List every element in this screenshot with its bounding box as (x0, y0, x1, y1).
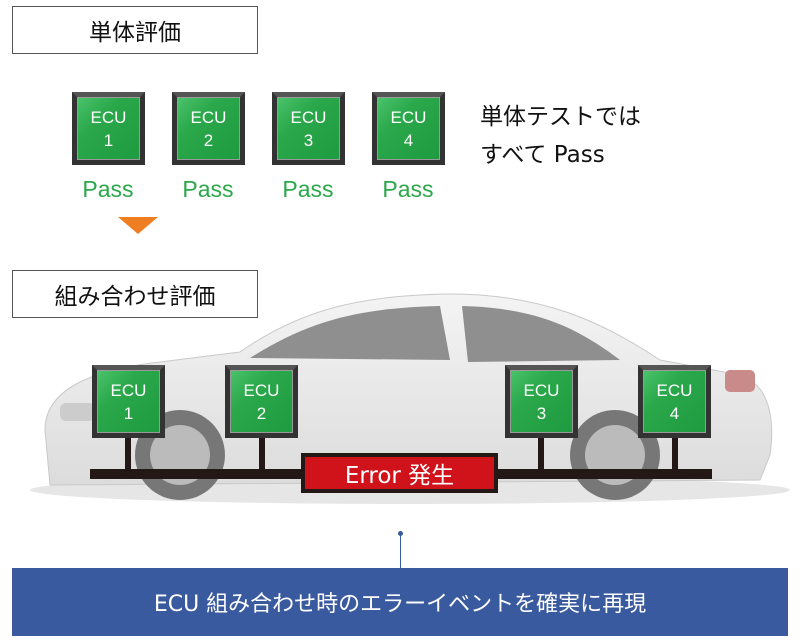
ecu-4-integrated: ECU 4 (638, 365, 711, 438)
bus-stem (259, 436, 265, 472)
integration-title: 組み合わせ評価 (12, 270, 258, 318)
pass-label: Pass (282, 176, 334, 202)
ecu-number: 1 (123, 403, 134, 423)
ecu-2-unit: ECU 2 (172, 92, 245, 165)
ecu-label: ECU (290, 107, 327, 127)
note-line-1: 単体テストでは (480, 104, 641, 130)
ecu-label: ECU (523, 380, 560, 400)
ecu-number: 2 (203, 130, 214, 150)
ecu-label: ECU (190, 107, 227, 127)
ecu-number: 1 (103, 130, 114, 150)
ecu-number: 4 (403, 130, 414, 150)
pass-label: Pass (82, 176, 134, 202)
ecu-label: ECU (656, 380, 693, 400)
down-arrow-icon (118, 217, 158, 234)
connector-dot (398, 531, 403, 536)
ecu-3-integrated: ECU 3 (505, 365, 578, 438)
bus-stem (672, 436, 678, 472)
ecu-1-unit: ECU 1 (72, 92, 145, 165)
note-line-2: すべて Pass (480, 142, 605, 168)
ecu-label: ECU (243, 380, 280, 400)
ecu-number: 3 (536, 403, 547, 423)
unit-test-title: 単体評価 (12, 6, 258, 54)
pass-label: Pass (382, 176, 434, 202)
connector-line (400, 534, 401, 568)
ecu-3-unit: ECU 3 (272, 92, 345, 165)
ecu-number: 2 (256, 403, 267, 423)
ecu-number: 4 (669, 403, 680, 423)
error-badge: Error 発生 (301, 453, 498, 493)
summary-banner: ECU 組み合わせ時のエラーイベントを確実に再現 (12, 568, 788, 636)
ecu-number: 3 (303, 130, 314, 150)
ecu-1-integrated: ECU 1 (92, 365, 165, 438)
ecu-label: ECU (110, 380, 147, 400)
pass-label: Pass (182, 176, 234, 202)
integration-title-text: 組み合わせ評価 (54, 284, 216, 310)
bus-stem (125, 436, 131, 472)
ecu-4-unit: ECU 4 (372, 92, 445, 165)
ecu-label: ECU (390, 107, 427, 127)
ecu-label: ECU (90, 107, 127, 127)
ecu-2-integrated: ECU 2 (225, 365, 298, 438)
bus-stem (538, 436, 544, 472)
unit-test-title-text: 単体評価 (89, 20, 181, 46)
